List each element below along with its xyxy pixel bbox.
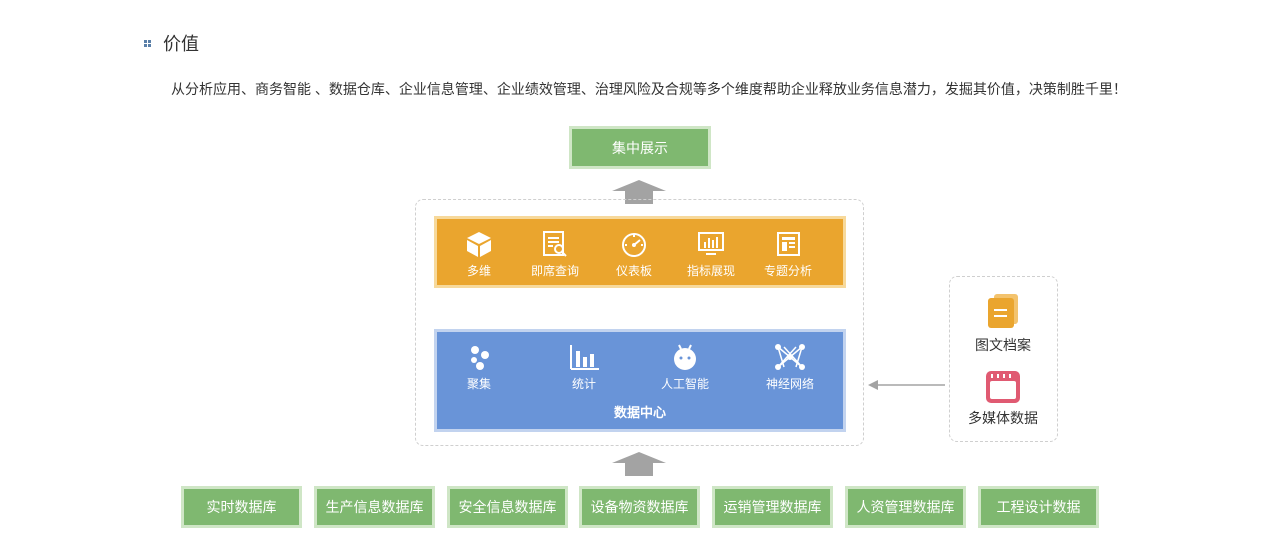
network-icon bbox=[775, 344, 805, 370]
monitor-chart-icon bbox=[698, 232, 724, 255]
tool-label: 多维 bbox=[466, 264, 491, 278]
up-arrow-icon bbox=[612, 452, 666, 476]
database-box: 生产信息数据库 bbox=[314, 486, 435, 528]
cluster-icon bbox=[471, 346, 489, 370]
dc-item-label: 聚集 bbox=[466, 377, 491, 391]
media-icon bbox=[986, 371, 1020, 403]
analysis-container bbox=[415, 199, 864, 446]
document-icon bbox=[988, 294, 1018, 328]
left-arrow-icon bbox=[868, 380, 945, 390]
database-box: 安全信息数据库 bbox=[447, 486, 568, 528]
dc-item-label: 人工智能 bbox=[660, 377, 709, 391]
dc-item-clustering: 聚集 bbox=[441, 343, 517, 392]
tool-indicator-display: 指标展现 bbox=[673, 230, 749, 279]
tool-multidim: 多维 bbox=[441, 230, 517, 279]
tool-label: 指标展现 bbox=[686, 264, 735, 278]
section-bullet-icon bbox=[144, 40, 152, 48]
tools-band: 多维 即席查询 仪表板 指标 bbox=[434, 216, 846, 288]
database-box: 设备物资数据库 bbox=[579, 486, 700, 528]
bar-chart-icon bbox=[570, 345, 599, 370]
data-center-label: 数据中心 bbox=[613, 405, 666, 420]
database-box: 人资管理数据库 bbox=[845, 486, 966, 528]
tool-label: 仪表板 bbox=[615, 264, 652, 278]
section-title: 价值 bbox=[163, 34, 199, 54]
database-box: 运销管理数据库 bbox=[712, 486, 833, 528]
dc-item-label: 神经网络 bbox=[765, 377, 814, 391]
dc-item-neural-net: 神经网络 bbox=[752, 343, 828, 392]
side-label-doc-archive: 图文档案 bbox=[975, 337, 1031, 353]
document-search-icon bbox=[543, 231, 567, 257]
database-box: 实时数据库 bbox=[181, 486, 302, 528]
tool-label: 专题分析 bbox=[763, 264, 812, 278]
tool-adhoc-query: 即席查询 bbox=[517, 230, 593, 279]
dc-item-statistics: 统计 bbox=[546, 343, 622, 392]
side-label-multimedia: 多媒体数据 bbox=[968, 410, 1038, 426]
database-box: 工程设计数据 bbox=[978, 486, 1099, 528]
section-intro: 从分析应用、商务智能 、数据仓库、企业信息管理、企业绩效管理、治理风险及合规等多… bbox=[171, 81, 1127, 97]
up-arrow-icon bbox=[612, 180, 666, 204]
report-icon bbox=[777, 232, 800, 256]
tool-topic-analysis: 专题分析 bbox=[750, 230, 826, 279]
tool-label: 即席查询 bbox=[530, 264, 579, 278]
android-icon bbox=[674, 344, 696, 370]
tool-dashboard: 仪表板 bbox=[596, 230, 672, 279]
gauge-icon bbox=[622, 233, 646, 257]
dc-item-ai: 人工智能 bbox=[647, 343, 723, 392]
data-center-band: 聚集 统计 人工智能 bbox=[434, 329, 846, 432]
cube-icon bbox=[467, 232, 491, 257]
dc-item-label: 统计 bbox=[571, 377, 596, 391]
side-sources-container bbox=[949, 276, 1058, 442]
display-box: 集中展示 bbox=[569, 126, 711, 169]
